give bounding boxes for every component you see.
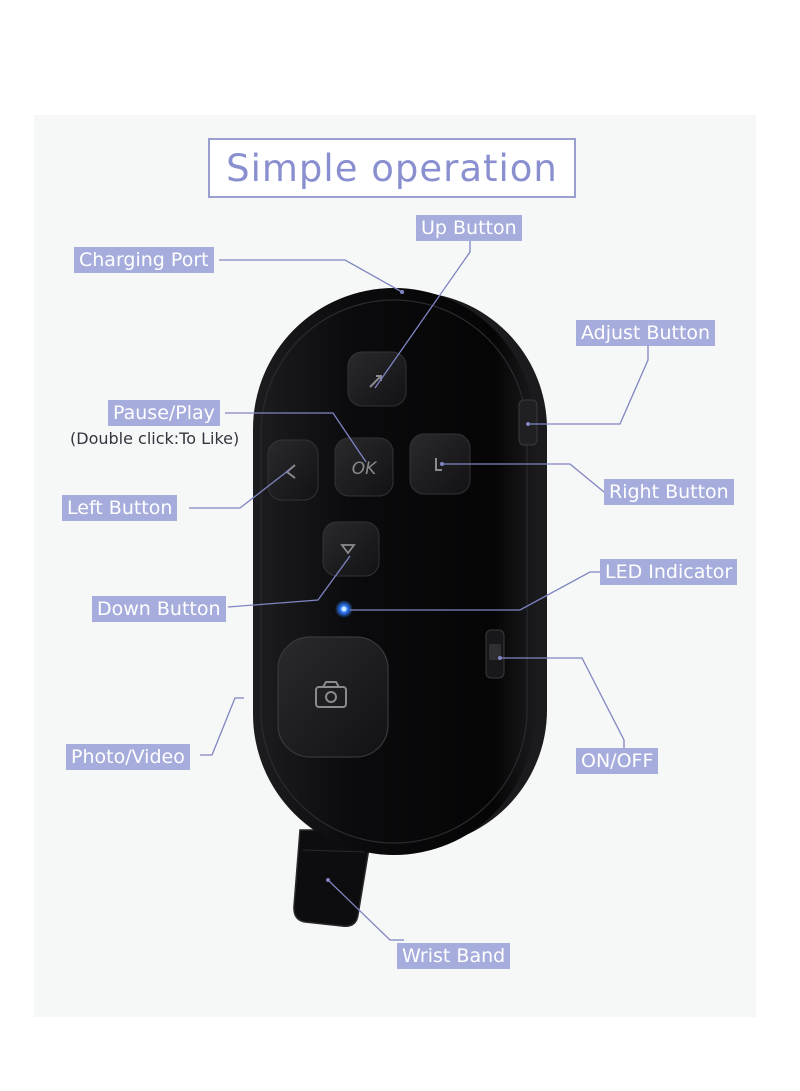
label-pause-play: Pause/Play bbox=[108, 400, 220, 426]
wrist-band bbox=[293, 829, 373, 928]
leader-right bbox=[442, 463, 605, 493]
label-right-button: Right Button bbox=[604, 479, 734, 505]
leader-onoff bbox=[500, 657, 625, 749]
leader-led bbox=[350, 571, 600, 611]
label-up-button: Up Button bbox=[416, 215, 522, 241]
camera-icon bbox=[315, 681, 347, 708]
leader-down bbox=[227, 555, 351, 608]
label-wrist-band: Wrist Band bbox=[397, 943, 511, 969]
leader-up bbox=[374, 240, 471, 389]
photo-video-button[interactable] bbox=[277, 636, 389, 758]
title-box: Simple operation bbox=[208, 138, 576, 198]
label-on-off: ON/OFF bbox=[576, 748, 659, 774]
leader-adjust bbox=[528, 346, 649, 425]
ok-icon: OK bbox=[352, 459, 378, 479]
down-arrow-icon bbox=[340, 544, 356, 555]
label-down-button: Down Button bbox=[92, 596, 226, 622]
diagram-title: Simple operation bbox=[226, 146, 558, 190]
up-arrow-icon bbox=[369, 375, 382, 388]
label-adjust-button: Adjust Button bbox=[576, 320, 716, 346]
leader-pause bbox=[225, 412, 367, 463]
leader-left bbox=[189, 469, 290, 509]
ok-button[interactable]: OK bbox=[334, 437, 394, 497]
up-button[interactable] bbox=[347, 351, 407, 407]
leader-photo bbox=[200, 697, 244, 756]
down-button[interactable] bbox=[322, 521, 380, 577]
leader-wrist bbox=[327, 879, 404, 941]
label-led-indicator: LED Indicator bbox=[600, 559, 738, 585]
label-charging-port: Charging Port bbox=[74, 247, 214, 273]
label-photo-video: Photo/Video bbox=[66, 744, 190, 770]
label-left-button: Left Button bbox=[62, 495, 178, 521]
leader-lines bbox=[189, 240, 649, 941]
right-arrow-icon bbox=[435, 458, 442, 471]
label-pause-note: (Double click:To Like) bbox=[70, 429, 240, 448]
leader-charging bbox=[219, 259, 403, 293]
left-button[interactable] bbox=[267, 439, 319, 501]
